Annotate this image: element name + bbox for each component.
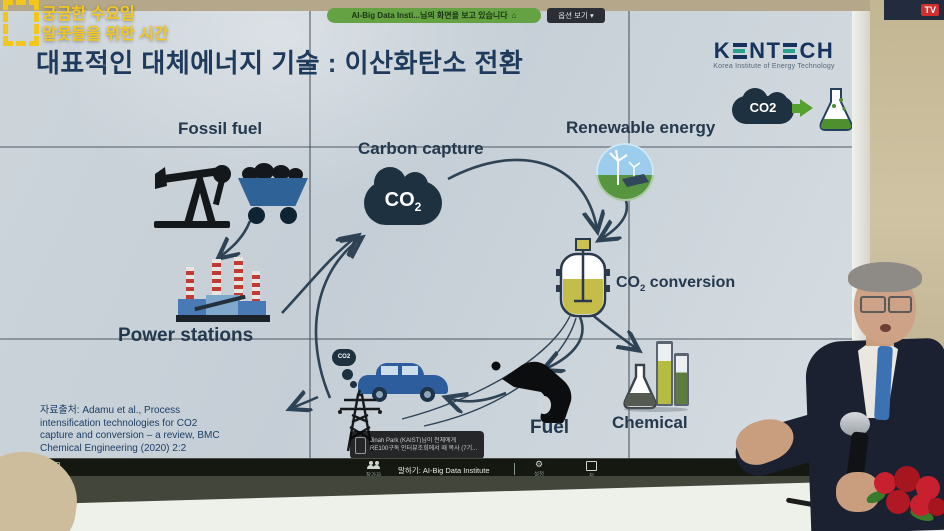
co2-cloud-icon [732, 96, 794, 124]
kentech-ch: CH [799, 38, 835, 63]
bezel-line [309, 11, 311, 458]
home-icon: ⌂ [511, 11, 517, 20]
oil-pump-icon [154, 165, 231, 228]
flower-bouquet [860, 466, 944, 531]
citation: 자료출처: Adamu et al., Process intensificat… [40, 405, 280, 455]
label-fossil-fuel: Fossil fuel [178, 119, 263, 138]
label-fuel: Fuel [530, 417, 570, 438]
view-options-button[interactable]: 옵션 보기 ▾ [547, 8, 605, 23]
conv-co: CO [616, 274, 640, 291]
label-chemical: Chemical [612, 413, 688, 432]
co2-cloud: CO2 [362, 167, 446, 235]
chat-avatar-icon [355, 436, 366, 454]
label-co2-conversion: CO2 conversion [616, 274, 735, 294]
window-icon [586, 461, 597, 471]
renewable-energy-icon [596, 143, 654, 201]
label-power-stations: Power stations [118, 325, 254, 346]
glasses-left-lens [860, 296, 886, 313]
reactor-icon [556, 238, 610, 318]
flask-icon [819, 88, 853, 131]
presenter-hair [848, 262, 922, 292]
view-options-label: 옵션 보기 ▾ [558, 11, 594, 20]
broadcast-caption-line2: 알못들을 위한 시간 [42, 26, 169, 43]
citation-line: capture and conversion – a review, BMC [40, 430, 220, 441]
wall-top [0, 0, 944, 12]
presenter [690, 262, 944, 531]
exhaust-bubble [342, 369, 353, 380]
kentech-wordmark: K NT CH [690, 40, 858, 62]
conv-rest: conversion [645, 274, 736, 291]
kentech-subtitle: Korea Institute of Energy Technology [713, 63, 835, 70]
speaking-indicator: 말하기: AI-Big Data Institute [398, 466, 490, 475]
bezel-line [0, 338, 852, 340]
kentech-nt: NT [749, 38, 782, 63]
coal-cart-icon [236, 163, 318, 233]
participants-icon [366, 461, 381, 470]
flow-arrows [0, 158, 852, 427]
exhaust-bubble [350, 381, 357, 388]
gear-icon: ⚙ [535, 459, 544, 469]
chemical-flasks-icon [622, 341, 694, 415]
label-carbon-capture: Carbon capture [358, 139, 484, 158]
toolbar-settings-button[interactable]: ⚙ 설정 [534, 459, 545, 479]
kentech-stylized-e-icon [733, 43, 748, 59]
chat-notification: Jinah Park (KAIST)님이 전체에게 RE100구독 인터뷰조희에… [350, 431, 484, 459]
conv-sub: 2 [640, 283, 646, 295]
car-icon: CO2 [332, 349, 452, 409]
glasses-right-lens [888, 296, 912, 313]
label-renewable-energy: Renewable energy [566, 118, 716, 137]
settings-label: 설정 [534, 472, 545, 478]
chat-line-1: Jinah Park (KAIST)님이 전체에게 [370, 438, 457, 444]
citation-line: 자료출처: Adamu et al., Process [40, 405, 181, 416]
tv-badge: TV [921, 4, 939, 16]
exhaust-co2-bubble: CO2 [332, 349, 356, 366]
bezel-line [0, 146, 852, 148]
share-banner-text: AI-Big Data Insti...님의 화면을 보고 있습니다 [351, 11, 508, 20]
co2-sub: 2 [414, 200, 422, 214]
presenter-mouth [880, 324, 891, 332]
arrow-stem [792, 104, 801, 113]
broadcast-logo-icon [3, 0, 39, 46]
bezel-line [628, 11, 630, 458]
power-station-icon [176, 257, 270, 325]
channel-watermark: TV [884, 0, 944, 20]
broadcast-caption-line1: 궁금한 수요일 [42, 6, 135, 23]
screen-share-banner: AI-Big Data Insti...님의 화면을 보고 있습니다 ⌂ [327, 8, 541, 23]
green-arrow-icon [800, 99, 813, 117]
citation-line: intensification technologies for CO2 [40, 417, 198, 429]
co2-text: CO [384, 189, 415, 211]
kentech-k: K [713, 38, 732, 63]
kentech-logo: K NT CH Korea Institute of Energy Techno… [690, 40, 858, 71]
toolbar-divider [514, 463, 515, 475]
co2-to-flask-logo: CO2 [728, 86, 860, 136]
chat-line-2: RE100구독 인터뷰조희에서 때 복사 (7기... [370, 446, 478, 452]
citation-line: Chemical Engineering (2020) 2:2 [40, 442, 187, 454]
fuel-nozzle-icon [491, 361, 572, 423]
co2-badge-text: CO2 [749, 100, 777, 115]
kentech-stylized-e-icon [783, 43, 798, 59]
slide-title: 대표적인 대체에너지 기술 : 이산화탄소 전환 [36, 48, 524, 78]
